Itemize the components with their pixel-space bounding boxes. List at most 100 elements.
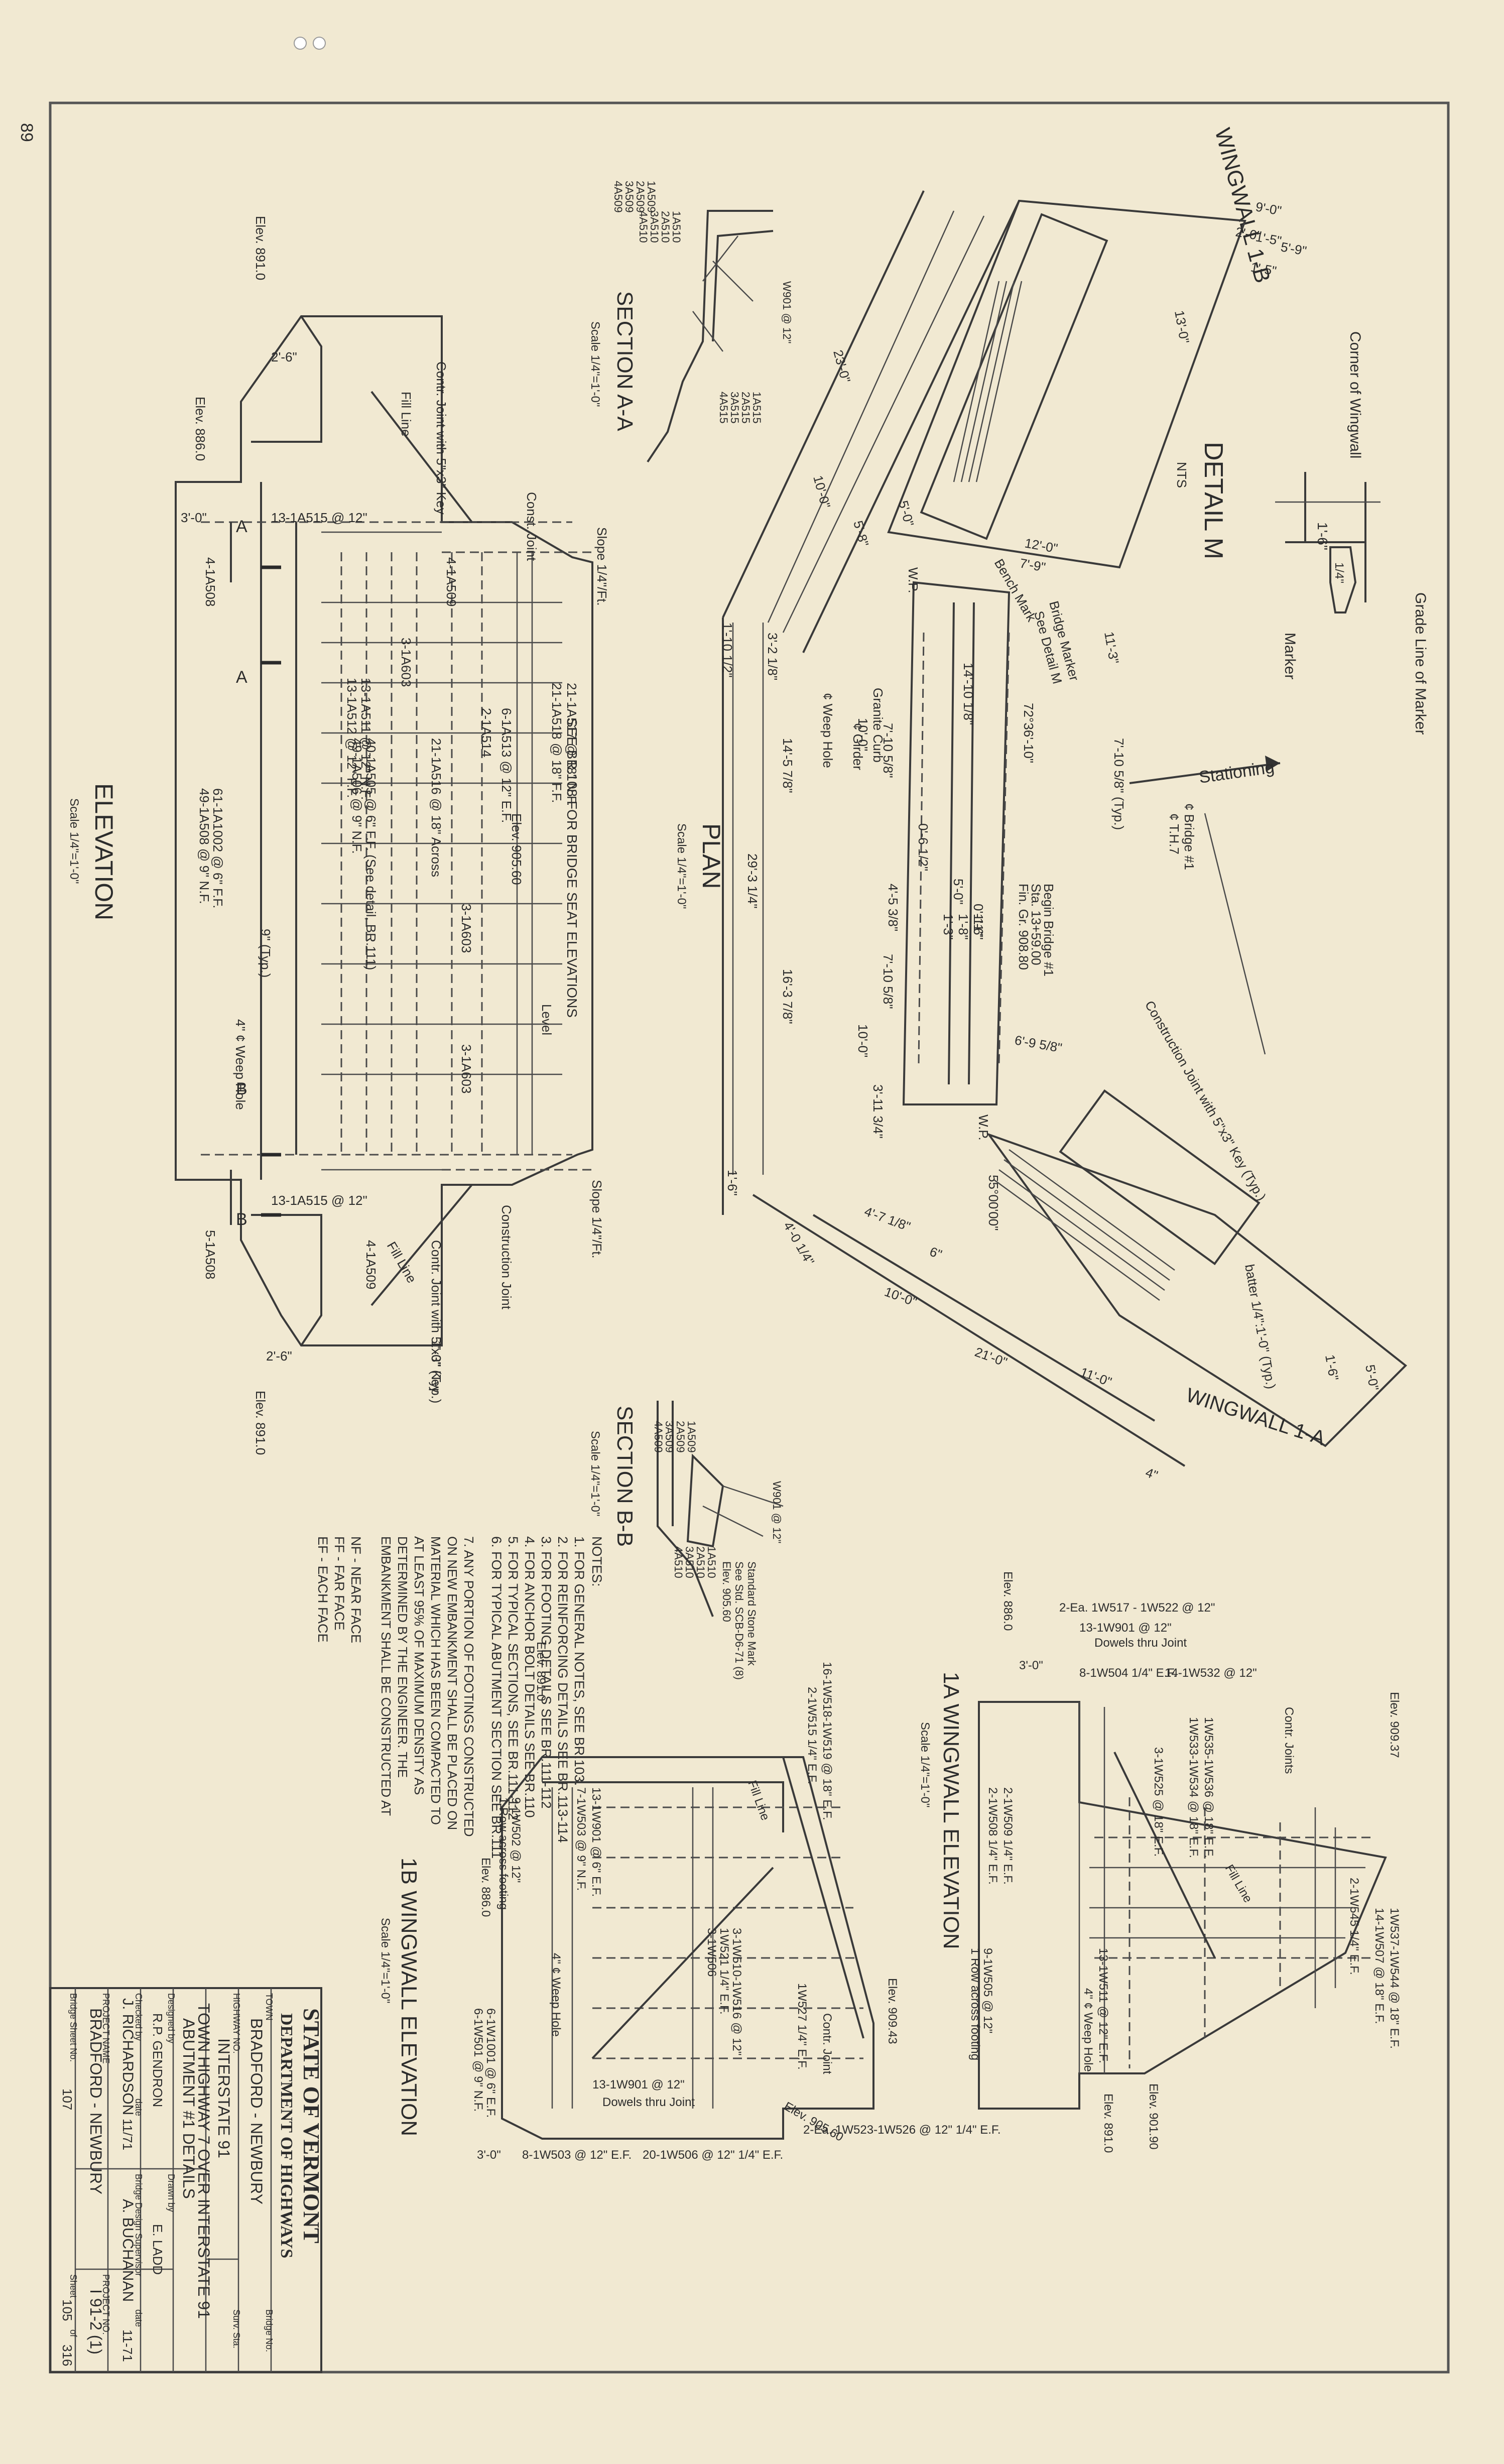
elevation-label-4: 13-1A515 @ 12"	[271, 510, 367, 525]
ib-label-10: 1W521 1/4" E.F.	[717, 1928, 731, 2015]
tb-bridge-sheet-label: Bridge Sheet No.	[68, 1993, 78, 2062]
elevation-scale: Scale 1/4"=1'-0"	[67, 798, 81, 884]
ib-label-24: Elev. 905.60	[782, 2100, 846, 2144]
plan-dim-13: 1'-10 1/2"	[720, 623, 735, 678]
ib-label-11: 3-1W506	[705, 1928, 718, 1977]
elevation-label-2: 2'-6"	[271, 349, 297, 364]
tb-bridge-no-label: Bridge No.	[264, 2309, 274, 2352]
ib-label-6: Elev. 886.0	[479, 1858, 492, 1917]
elevation-title: ELEVATION	[90, 783, 118, 920]
elevation-label-42: B	[236, 1079, 247, 1098]
detail-m-label-0: Corner of Wingwall	[1347, 331, 1363, 458]
tb-subject: ABUTMENT #1 DETAILS	[180, 2018, 198, 2199]
wingwall-1a-label: WINGWALL 1-A	[1183, 1384, 1328, 1450]
section-aa-label-5: 2A510	[659, 211, 672, 243]
section-aa-label-4: 1A510	[670, 211, 683, 243]
section-bb-label-8: W901 @ 12"	[771, 1481, 783, 1543]
section-bb-title: SECTION B-B	[612, 1406, 637, 1547]
ib-wingwall-title: 1B WINGWALL ELEVATION	[397, 1858, 421, 2136]
elevation-label-18: Level	[539, 1004, 554, 1035]
plan-dim-25: 1'-3"	[941, 914, 956, 940]
tb-checked-date: 11/71	[120, 2119, 135, 2150]
plan-label-4: Sta. 13+59.00	[1029, 884, 1044, 965]
detail-m-label-4: 1/4"	[1332, 562, 1346, 583]
abbrev-nf: NF - NEAR FACE	[348, 1536, 363, 1643]
plan-dim-20: 29'-3 1/4"	[745, 853, 760, 909]
plan-dim-19: 14'-5 7/8"	[780, 738, 795, 793]
section-aa-label-3: 4A509	[612, 181, 624, 213]
plan-dim-36: 6"	[928, 1244, 944, 1262]
elevation-label-40: A	[236, 517, 247, 536]
ja-label-11: 3-1W525 @ 18" E.F.	[1152, 1747, 1165, 1857]
ib-label-17: Elev. 909.43	[886, 1978, 899, 2044]
elevation-label-43: B	[236, 1210, 247, 1229]
section-aa-label-1: 2A509	[634, 181, 647, 213]
ja-label-22: Elev. 891.0	[1101, 2093, 1115, 2153]
ja-label-13: 2-1W509 1/4" E.F.	[1001, 1787, 1015, 1885]
plan-dim-7: 10'-0"	[810, 474, 833, 510]
ja-label-23: Elev. 901.90	[1147, 2083, 1160, 2150]
section-aa-label-0: 1A509	[645, 181, 658, 213]
elevation-label-8: Slope 1/4"/Ft.	[594, 527, 609, 606]
plan-label-14: 55°00'00"	[986, 1175, 1001, 1230]
plan-dim-18: 7'-10 5/8" (Typ.)	[1111, 738, 1126, 830]
section-aa-label-12: 4A515	[717, 392, 730, 424]
elevation-label-22: 13-1A512 @ 12" F.F.	[344, 678, 359, 798]
elevation-label-27: 49-1A508 @ 9" N.F.	[197, 788, 212, 904]
elevation-label-16: SEE BR.108 FOR BRIDGE SEAT ELEVATIONS	[564, 718, 580, 1018]
plan-dim-24: 4'-5 3/8"	[886, 884, 901, 931]
ib-label-15: 1W527 1/4" E.F.	[795, 1983, 809, 2070]
elevation-label-23: 21-1A516 @ 18" Across	[429, 738, 444, 877]
plan-dim-26: 1'-8"	[956, 914, 971, 940]
tb-checked: J. RICHARDSON	[119, 1998, 136, 2115]
ib-label-8: 7-1W503 @ 9" N.F.	[574, 1787, 588, 1891]
plan-dim-12: 11'-3"	[1101, 631, 1122, 665]
tb-supervisor-date-label: date	[134, 2309, 144, 2327]
plan-dim-15: 14'-10 1/8"	[961, 663, 976, 725]
tb-sheet: 105	[60, 2299, 75, 2321]
tb-town: BRADFORD - NEWBURY	[247, 2018, 266, 2204]
elevation-label-38: 2'-6"	[266, 1348, 292, 1364]
ja-label-5: 3'-0"	[1019, 1659, 1043, 1672]
tb-project-label: PROJECT NAME	[101, 1993, 111, 2064]
ja-label-8: Contr. Joints	[1282, 1707, 1296, 1774]
ja-label-1: Elev. 909.37	[1388, 1692, 1401, 1758]
ib-wingwall-scale: Scale 1/4"=1'-0"	[379, 1918, 392, 2003]
ib-label-0: Elev. 891.0	[534, 1642, 548, 1701]
elevation-label-10: 4-1A508	[203, 557, 218, 606]
elevation-label-37: 1'-0" (Typ.)	[429, 1340, 444, 1403]
note-1: 1. FOR GENERAL NOTES, SEE BR.103.	[572, 1536, 587, 1786]
section-bb-label-1: 2A509	[674, 1421, 687, 1453]
plan-dim-27: 1'-6"	[971, 914, 986, 940]
ib-label-14: 6-1W501 @ 9" N.F.	[471, 2008, 485, 2112]
tb-of-label: of	[68, 2329, 78, 2337]
plan-label-3: Begin Bridge #1	[1041, 884, 1056, 976]
plan-label-15: batter 1/4":1'-0" (Typ.)	[1242, 1263, 1279, 1390]
ja-label-21: 2-1W545 1/4" E.F.	[1347, 1878, 1361, 1975]
ib-label-20: 3'-0"	[477, 2148, 501, 2162]
tb-supervisor-label: Bridge Design Supervisor	[134, 2174, 144, 2276]
plan-dim-38: 21'-0"	[973, 1344, 1010, 1370]
plan-dim-23: 0'-11"	[971, 904, 986, 936]
plan-dim-9: 5'-0"	[896, 499, 917, 528]
plan-dim-8: 5'-8"	[850, 519, 871, 548]
note-2: 2. FOR REINFORCING DETAILS SEE BR.113-11…	[555, 1536, 570, 1843]
section-bb-label-7: 4A510	[672, 1546, 685, 1578]
plan-dim-40: 1'-6"	[1322, 1353, 1342, 1382]
tb-supervisor: A. BUCHANAN	[119, 2199, 136, 2302]
plan-label-8: ¢ Weep Hole	[820, 693, 835, 768]
elevation-label-21: 13-1A511 @ 12" N.F.	[358, 678, 373, 800]
plan-dim-28: 7'-10 5/8"	[881, 954, 896, 1009]
ja-label-0: Elev. 886.0	[1001, 1571, 1015, 1631]
elevation-label-41: A	[236, 668, 247, 687]
elevation-label-13: 2-1A514	[479, 708, 494, 757]
tb-project-no: I 91-2 (1)	[87, 2289, 105, 2355]
tb-designed: R.P. GENDRON	[150, 2013, 165, 2107]
ja-label-17: 13-1W511 @ 12" E.F.	[1096, 1948, 1110, 2063]
plan-label-5: Fin. Gr. 908.80	[1016, 884, 1031, 970]
elevation-label-12: 6-1A513 @ 12" E.F.	[499, 708, 514, 823]
plan-title: PLAN	[697, 823, 725, 889]
plan-dim-5: 13'-0"	[1172, 309, 1192, 344]
elevation-label-25: 49-1A506 @ 9" N.F.	[349, 738, 364, 854]
